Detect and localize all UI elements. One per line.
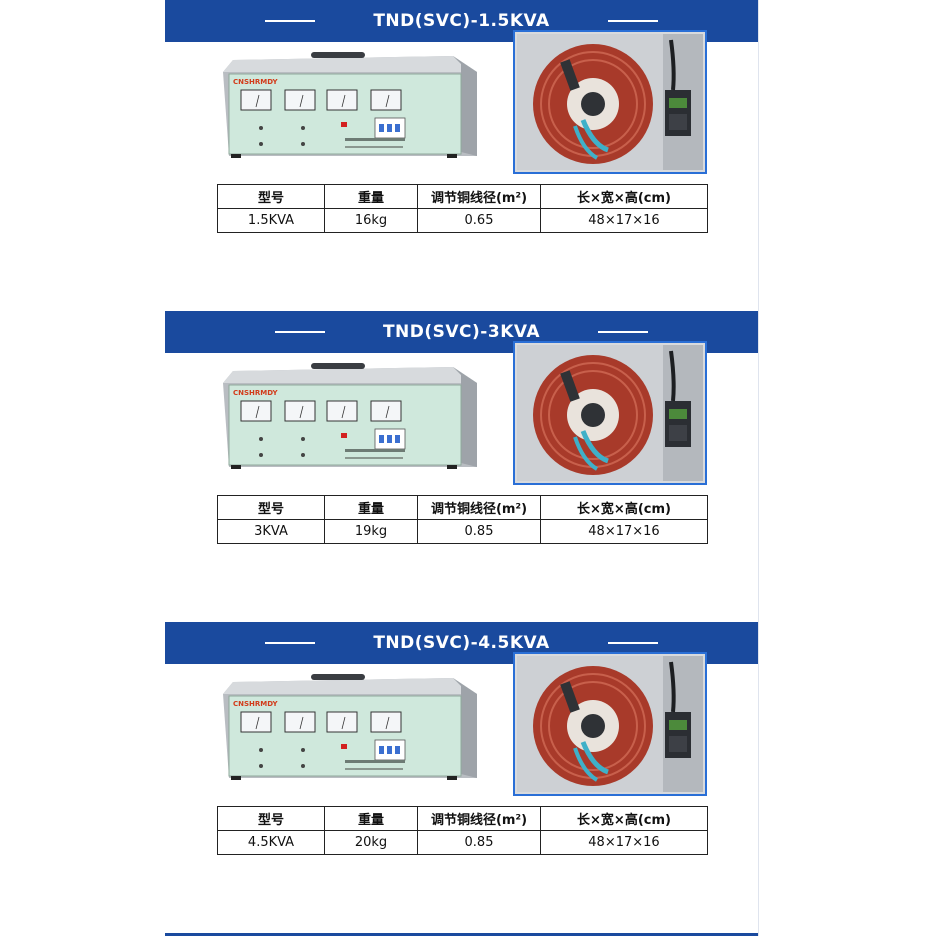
bottom-rule: [165, 933, 758, 936]
brand-logo: CNSHRMDY: [233, 700, 279, 708]
section-title: TND(SVC)-4.5KVA: [373, 633, 550, 653]
spec-table: 型号 重量 调节铜线径(m²) 长×宽×高(cm) 4.5KVA 20kg 0.…: [217, 806, 708, 855]
header-copper-wire-diameter: 调节铜线径(m²): [417, 184, 541, 209]
cell-dimensions: 48×17×16: [540, 519, 708, 544]
spec-table-header-row: 型号 重量 调节铜线径(m²) 长×宽×高(cm): [217, 806, 708, 831]
cell-weight: 20kg: [324, 830, 418, 855]
header-dimensions: 长×宽×高(cm): [540, 806, 708, 831]
spec-table-header-row: 型号 重量 调节铜线径(m²) 长×宽×高(cm): [217, 495, 708, 520]
banner-rule-right: [607, 642, 658, 644]
table-row: 1.5KVA 16kg 0.65 48×17×16: [217, 208, 708, 233]
cell-copper-wire-diameter: 0.65: [417, 208, 541, 233]
regulator-front-photo: CNSHRMDY: [223, 52, 477, 158]
spec-table: 型号 重量 调节铜线径(m²) 长×宽×高(cm) 3KVA 19kg 0.85…: [217, 495, 708, 544]
regulator-front-photo: CNSHRMDY: [223, 363, 477, 469]
header-copper-wire-diameter: 调节铜线径(m²): [417, 806, 541, 831]
cell-model: 4.5KVA: [217, 830, 325, 855]
cell-model: 3KVA: [217, 519, 325, 544]
product-spec-column: TND(SVC)-1.5KVA CNSHRMDY: [165, 0, 758, 936]
banner-rule-left: [265, 20, 316, 22]
cell-dimensions: 48×17×16: [540, 208, 708, 233]
table-row: 3KVA 19kg 0.85 48×17×16: [217, 519, 708, 544]
cell-dimensions: 48×17×16: [540, 830, 708, 855]
spec-table: 型号 重量 调节铜线径(m²) 长×宽×高(cm) 1.5KVA 16kg 0.…: [217, 184, 708, 233]
regulator-interior-photo: [513, 30, 707, 174]
regulator-interior-photo: [513, 341, 707, 485]
header-dimensions: 长×宽×高(cm): [540, 184, 708, 209]
section-title: TND(SVC)-3KVA: [382, 322, 541, 342]
table-row: 4.5KVA 20kg 0.85 48×17×16: [217, 830, 708, 855]
cell-weight: 16kg: [324, 208, 418, 233]
header-weight: 重量: [324, 495, 418, 520]
cell-copper-wire-diameter: 0.85: [417, 519, 541, 544]
banner-rule-left: [265, 642, 316, 644]
header-dimensions: 长×宽×高(cm): [540, 495, 708, 520]
banner-rule-right: [598, 331, 649, 333]
header-model: 型号: [217, 806, 325, 831]
cell-copper-wire-diameter: 0.85: [417, 830, 541, 855]
regulator-front-photo: CNSHRMDY: [223, 674, 477, 780]
spec-table-header-row: 型号 重量 调节铜线径(m²) 长×宽×高(cm): [217, 184, 708, 209]
banner-rule-left: [274, 331, 325, 333]
brand-logo: CNSHRMDY: [233, 389, 279, 397]
cell-model: 1.5KVA: [217, 208, 325, 233]
spec-section-3: TND(SVC)-4.5KVA CNSHRMDY: [165, 622, 758, 932]
header-copper-wire-diameter: 调节铜线径(m²): [417, 495, 541, 520]
section-title: TND(SVC)-1.5KVA: [373, 11, 550, 31]
brand-logo: CNSHRMDY: [233, 78, 279, 86]
cell-weight: 19kg: [324, 519, 418, 544]
header-weight: 重量: [324, 184, 418, 209]
header-model: 型号: [217, 184, 325, 209]
column-edge-divider: [758, 0, 759, 936]
header-model: 型号: [217, 495, 325, 520]
header-weight: 重量: [324, 806, 418, 831]
banner-rule-right: [607, 20, 658, 22]
spec-section-2: TND(SVC)-3KVA CNSHRMDY: [165, 311, 758, 621]
section-banner: TND(SVC)-1.5KVA: [165, 0, 758, 42]
spec-section-1: TND(SVC)-1.5KVA CNSHRMDY: [165, 0, 758, 310]
regulator-interior-photo: [513, 652, 707, 796]
